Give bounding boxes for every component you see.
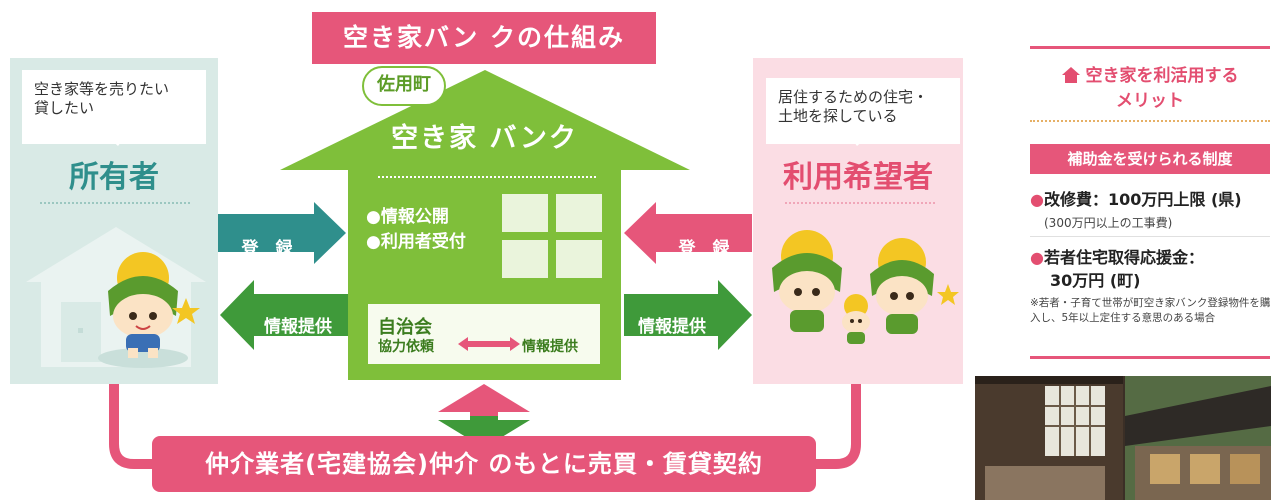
merit-heading-line2: メリット	[1116, 91, 1184, 111]
subsidy-item-line: ●若者住宅取得応援金：	[1030, 246, 1204, 269]
bullet-icon: ●	[1030, 190, 1044, 209]
jichikai-request-label: 協力依頼	[378, 339, 434, 355]
user-family-mascots-icon	[772, 230, 959, 344]
subsidy-item-text: 改修費：100万円上限 (県)	[1043, 190, 1242, 209]
house-divider	[378, 176, 596, 178]
window-pane	[502, 240, 548, 278]
owner-speech-line: 貸したい	[34, 99, 95, 117]
bullet-icon: ●	[1030, 248, 1044, 267]
owner-speech-line: 空き家等を売りたい	[34, 80, 170, 98]
double-arrow-icon	[458, 337, 520, 351]
right-register-arrow	[624, 202, 752, 264]
window-pane	[556, 240, 602, 278]
subsidy-item-text: 若者住宅取得応援金：	[1043, 248, 1204, 267]
owner-bubble-tail	[100, 130, 130, 146]
subsidy-item-condition: (300万円以上の工事費)	[1044, 216, 1173, 230]
left-info-arrow	[220, 280, 348, 350]
house-photo	[975, 376, 1271, 500]
user-divider	[785, 202, 935, 204]
bank-function-item: ●利用者受付	[366, 232, 466, 252]
house-icon	[1061, 67, 1080, 83]
jichikai-info-label: 情報提供	[522, 339, 578, 355]
left-register-arrow	[218, 202, 346, 264]
merit-title-text: 空き家を利活用する	[1085, 66, 1239, 86]
title-banner: 空き家バン クの仕組み	[312, 12, 656, 64]
subsidy-badge: 補助金を受けられる制度	[1030, 144, 1270, 174]
merit-top-rule	[1030, 46, 1270, 49]
jichikai-title: 自治会	[378, 317, 432, 338]
user-label: 利用希望者	[783, 160, 933, 195]
merit-heading: 空き家を利活用する メリット	[1030, 64, 1270, 114]
user-speech-line: 土地を探している	[778, 107, 898, 125]
connector-lines	[109, 384, 861, 469]
house-roof	[280, 70, 690, 170]
merit-bottom-rule	[1030, 356, 1270, 359]
user-bubble-tail	[845, 130, 875, 146]
owner-mascot-icon	[98, 252, 200, 368]
merit-heading-line1: 空き家を利活用する	[1030, 64, 1270, 89]
right-register-label: 登 録	[678, 239, 730, 259]
bank-function-list: ●情報公開 ●利用者受付	[366, 205, 466, 255]
jichikai-box	[368, 304, 600, 364]
merit-divider	[1030, 120, 1270, 122]
merit-separator	[1030, 236, 1270, 237]
user-speech-line: 居住するための住宅・	[778, 88, 929, 106]
right-info-arrow	[624, 280, 752, 350]
akiya-bank-title: 空き家 バンク	[391, 123, 578, 154]
vertical-double-arrow	[438, 384, 530, 448]
subsidy-item-youth: ●若者住宅取得応援金： 30万円 (町)	[1030, 246, 1204, 292]
window-pane	[502, 194, 548, 232]
right-info-label: 情報提供	[638, 317, 706, 337]
owner-divider	[40, 202, 190, 204]
left-info-label: 情報提供	[264, 317, 332, 337]
subsidy-note: ※若者・子育て世帯が町空き家バンク登録物件を購入し、5年以上定住する意思のある場…	[1030, 297, 1271, 324]
subsidy-item-renovation: ●改修費：100万円上限 (県)	[1030, 186, 1242, 210]
window-pane	[556, 194, 602, 232]
owner-label: 所有者	[69, 160, 159, 195]
subsidy-item-amount: 30万円 (町)	[1050, 271, 1141, 290]
bank-function-item: ●情報公開	[366, 207, 449, 227]
left-register-label: 登 録	[241, 239, 293, 259]
contract-bar: 仲介業者(宅建協会)仲介 のもとに売買・賃貸契約	[152, 436, 816, 492]
town-badge: 佐用町	[362, 66, 446, 106]
owner-speech-bubble: 空き家等を売りたい 貸したい	[22, 70, 206, 144]
